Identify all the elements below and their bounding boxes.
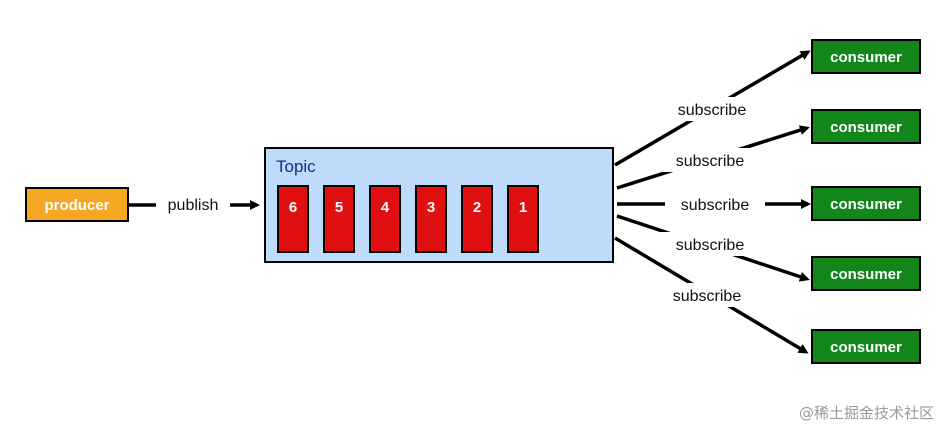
message-label: 1 (519, 199, 527, 216)
subscription-label-group: subscribe (665, 192, 765, 216)
consumer-node: consumer (811, 39, 921, 74)
subscription-label: subscribe (676, 153, 745, 170)
consumer-node: consumer (811, 256, 921, 291)
subscription-label-group: subscribe (664, 97, 760, 121)
producer-node: producer (25, 187, 129, 222)
subscription-label-group: subscribe (660, 232, 760, 256)
subscription-label: subscribe (681, 197, 750, 214)
message-item: 4 (369, 185, 401, 253)
consumer-node: consumer (811, 186, 921, 221)
consumer-label: consumer (830, 49, 902, 66)
consumer-label: consumer (830, 196, 902, 213)
message-label: 5 (335, 199, 343, 216)
message-label: 2 (473, 199, 481, 216)
topic-node: Topic 6 5 4 3 2 (264, 147, 614, 263)
subscription-label: subscribe (673, 288, 742, 305)
producer-box (25, 187, 129, 222)
consumer-label: consumer (830, 119, 902, 136)
watermark: @稀土掘金技术社区 (798, 404, 934, 422)
consumer-box (811, 186, 921, 221)
message-item: 1 (507, 185, 539, 253)
subscription-label-group: subscribe (661, 148, 759, 172)
subscription-label-group: subscribe (657, 283, 757, 307)
consumer-label: consumer (830, 339, 902, 356)
producer-label: producer (44, 197, 109, 214)
consumer-label: consumer (830, 266, 902, 283)
consumer-box (811, 109, 921, 144)
consumer-box (811, 329, 921, 364)
consumer-nodes: consumer consumer consumer consumer cons… (811, 39, 921, 364)
subscription-labels: subscribe subscribe subscribe subscribe … (657, 97, 765, 307)
message-label: 4 (381, 199, 390, 216)
publish-label: publish (168, 197, 219, 214)
message-item: 5 (323, 185, 355, 253)
message-label: 6 (289, 199, 297, 216)
message-queue: 6 5 4 3 2 1 (277, 185, 539, 253)
subscription-label: subscribe (678, 102, 747, 119)
consumer-box (811, 256, 921, 291)
consumer-node: consumer (811, 329, 921, 364)
consumer-box (811, 39, 921, 74)
message-item: 2 (461, 185, 493, 253)
subscription-label: subscribe (676, 237, 745, 254)
consumer-node: consumer (811, 109, 921, 144)
message-item: 6 (277, 185, 309, 253)
message-label: 3 (427, 199, 435, 216)
topic-title: Topic (276, 157, 316, 176)
message-item: 3 (415, 185, 447, 253)
publish-connector: publish (128, 197, 260, 214)
